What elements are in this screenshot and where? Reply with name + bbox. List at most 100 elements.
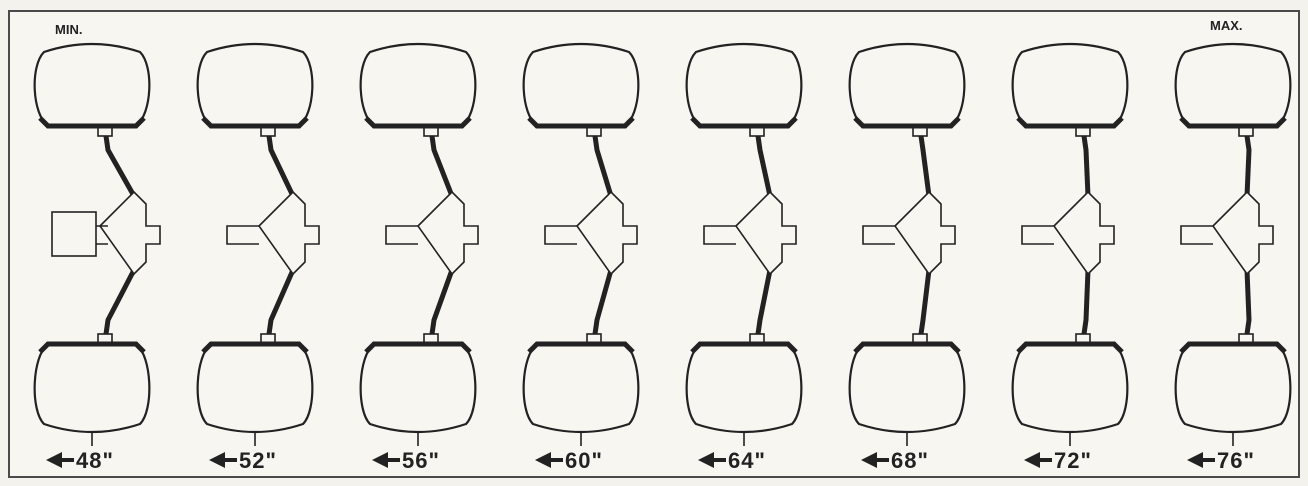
- lower-tire: [1011, 342, 1129, 434]
- lower-tire: [522, 342, 640, 434]
- lower-tire: [1174, 342, 1292, 434]
- axle-spacer: [51, 211, 97, 257]
- upper-tire: [848, 42, 966, 128]
- hub: [575, 190, 638, 276]
- upper-tire: [1011, 42, 1129, 128]
- lower-valve-block: [1075, 333, 1091, 345]
- wheel-disc: [1244, 135, 1252, 335]
- wheel-unit-4: 60": [522, 42, 640, 473]
- min-label: MIN.: [55, 22, 82, 37]
- lower-rim: [690, 341, 798, 354]
- wheel-disc: [918, 135, 932, 335]
- wheel-unit-8: 76": [1174, 42, 1292, 473]
- lower-valve-block: [912, 333, 928, 345]
- lower-valve-block: [97, 333, 113, 345]
- upper-valve-block: [1075, 125, 1091, 137]
- upper-tire: [685, 42, 803, 128]
- wheel-disc: [429, 135, 455, 335]
- hub: [98, 190, 161, 276]
- width-label: 72": [1054, 448, 1092, 473]
- left-arrow-icon: [1024, 452, 1052, 468]
- lower-rim: [38, 341, 146, 354]
- lower-tire: [33, 342, 151, 434]
- upper-tire: [33, 42, 151, 128]
- lower-tire: [685, 342, 803, 434]
- upper-rim: [1179, 116, 1287, 129]
- axle-stub: [862, 225, 895, 245]
- hub: [1052, 190, 1115, 276]
- upper-valve-block: [749, 125, 765, 137]
- lower-rim: [1016, 341, 1124, 354]
- wheel-disc: [266, 135, 296, 335]
- left-arrow-icon: [372, 452, 400, 468]
- lower-tire: [848, 342, 966, 434]
- upper-valve-block: [1238, 125, 1254, 137]
- lower-rim: [1179, 341, 1287, 354]
- upper-valve-block: [260, 125, 276, 137]
- upper-rim: [853, 116, 961, 129]
- width-label: 76": [1217, 448, 1255, 473]
- left-arrow-icon: [535, 452, 563, 468]
- axle-stub: [385, 225, 418, 245]
- width-label: 68": [891, 448, 929, 473]
- wheel-disc: [755, 135, 773, 335]
- left-arrow-icon: [1187, 452, 1215, 468]
- hub: [416, 190, 479, 276]
- width-label: 48": [76, 448, 114, 473]
- axle-shaft: [96, 225, 108, 245]
- left-arrow-icon: [861, 452, 889, 468]
- width-label: 64": [728, 448, 766, 473]
- max-label: MAX.: [1210, 18, 1243, 33]
- hub: [893, 190, 956, 276]
- lower-rim: [201, 341, 309, 354]
- upper-tire: [1174, 42, 1292, 128]
- upper-valve-block: [423, 125, 439, 137]
- wheel-unit-3: 56": [359, 42, 479, 473]
- upper-rim: [364, 116, 472, 129]
- wheel-disc: [1081, 135, 1091, 335]
- hub: [257, 190, 320, 276]
- upper-rim: [1016, 116, 1124, 129]
- upper-rim: [201, 116, 309, 129]
- upper-rim: [690, 116, 798, 129]
- lower-rim: [527, 341, 635, 354]
- lower-tire: [359, 342, 477, 434]
- wheel-disc: [592, 135, 614, 335]
- wheel-unit-1: 48": [33, 42, 161, 473]
- axle-stub: [226, 225, 259, 245]
- wheel-disc: [103, 135, 137, 335]
- lower-tire: [196, 342, 314, 434]
- upper-tire: [359, 42, 477, 128]
- axle-stub: [1021, 225, 1054, 245]
- width-label: 56": [402, 448, 440, 473]
- lower-valve-block: [423, 333, 439, 345]
- wheel-unit-7: 72": [1011, 42, 1129, 473]
- left-arrow-icon: [209, 452, 237, 468]
- left-arrow-icon: [46, 452, 74, 468]
- axle-stub: [703, 225, 736, 245]
- lower-rim: [853, 341, 961, 354]
- wheel-unit-5: 64": [685, 42, 803, 473]
- upper-rim: [527, 116, 635, 129]
- upper-tire: [522, 42, 640, 128]
- upper-valve-block: [912, 125, 928, 137]
- upper-valve-block: [97, 125, 113, 137]
- hub: [1211, 190, 1274, 276]
- lower-valve-block: [260, 333, 276, 345]
- upper-rim: [38, 116, 146, 129]
- width-label: 52": [239, 448, 277, 473]
- axle-stub: [544, 225, 577, 245]
- wheel-unit-6: 68": [848, 42, 966, 473]
- wheel-unit-2: 52": [196, 42, 320, 473]
- upper-valve-block: [586, 125, 602, 137]
- upper-tire: [196, 42, 314, 128]
- lower-rim: [364, 341, 472, 354]
- hub: [734, 190, 797, 276]
- lower-valve-block: [586, 333, 602, 345]
- lower-valve-block: [749, 333, 765, 345]
- lower-valve-block: [1238, 333, 1254, 345]
- width-label: 60": [565, 448, 603, 473]
- axle-stub: [1180, 225, 1213, 245]
- left-arrow-icon: [698, 452, 726, 468]
